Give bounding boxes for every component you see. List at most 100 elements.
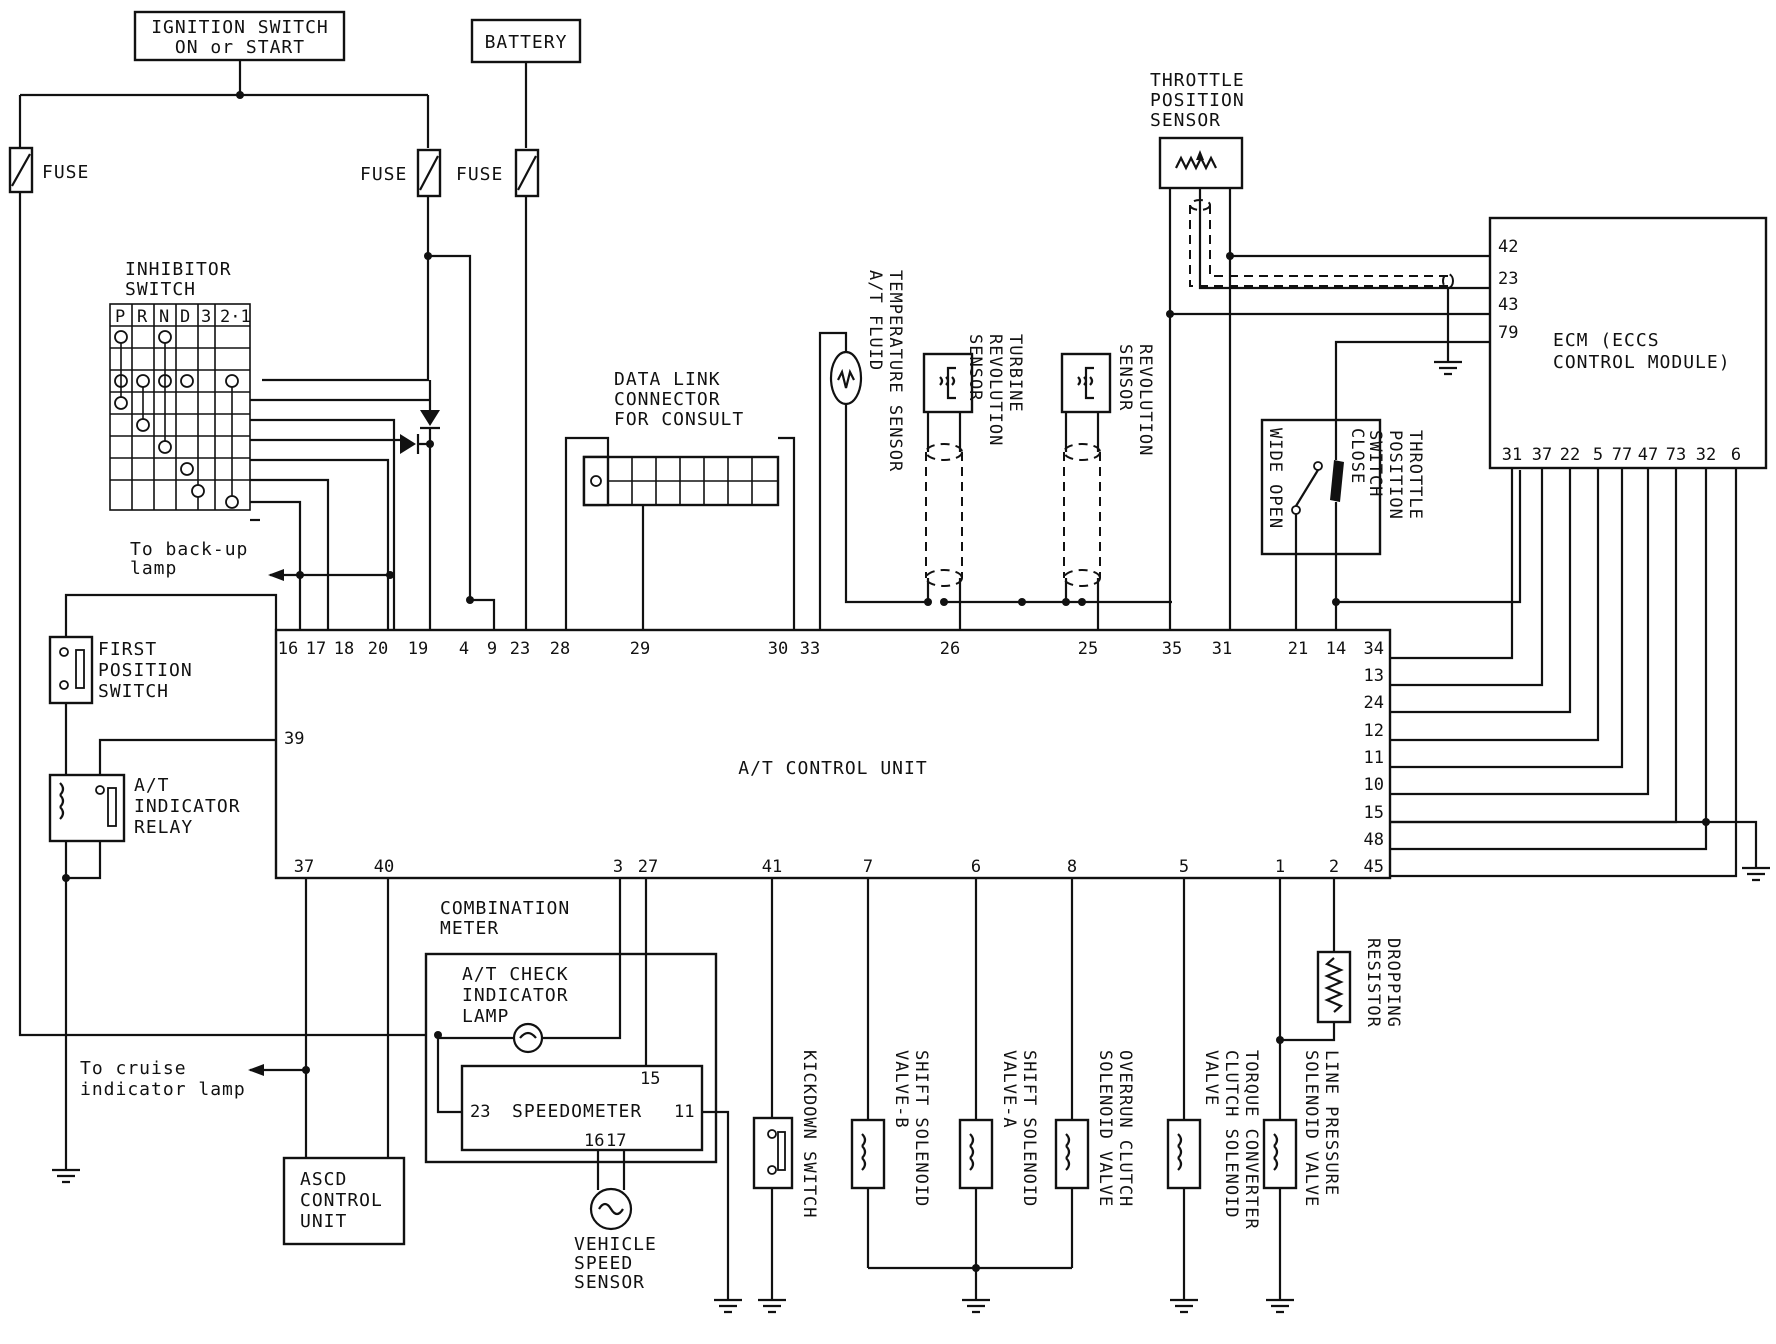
- check-lamp-label-2: INDICATOR: [462, 985, 569, 1006]
- dlc-label-3: FOR CONSULT: [614, 409, 744, 430]
- kickdown-switch: KICKDOWN SWITCH: [752, 1050, 819, 1219]
- vss-label: VEHICLE: [574, 1234, 657, 1255]
- shift-solenoid-valve-a: SHIFT SOLENOID VALVE-A: [958, 878, 1039, 1268]
- atcu-pin-12: 12: [1364, 721, 1384, 741]
- position-r: R: [137, 307, 148, 327]
- at-indicator-relay: A/T INDICATOR RELAY: [48, 773, 241, 843]
- lp-label: LINE PRESSURE: [1321, 1050, 1341, 1196]
- turbine-label-3: SENSOR: [965, 334, 985, 401]
- check-lamp-label-3: LAMP: [462, 1006, 509, 1027]
- shift-a-label-2: VALVE-A: [999, 1050, 1019, 1129]
- ecm-bottom-pin-22: 22: [1560, 445, 1580, 465]
- wire: [1390, 468, 1572, 714]
- throttle-position-sensor: THROTTLE POSITION SENSOR: [1150, 70, 1454, 289]
- battery: BATTERY: [470, 18, 582, 64]
- position-3: 3: [201, 307, 211, 327]
- ignition-switch-state-label: ON or START: [175, 37, 305, 58]
- atcu-pin-28: 28: [550, 639, 570, 659]
- ecm-bottom-pin-37: 37: [1532, 445, 1552, 465]
- line-pressure-solenoid-valve: LINE PRESSURE SOLENOID VALVE: [1262, 878, 1341, 1300]
- tpsw-label: THROTTLE: [1405, 430, 1425, 520]
- ground-lp: [1266, 1298, 1294, 1314]
- turbine-revolution-sensor: TURBINE REVOLUTION SENSOR: [922, 334, 1025, 630]
- ecm-pin-43: 43: [1498, 295, 1518, 315]
- inhibitor-switch: INHIBITOR SWITCH P R N D 3 2·1: [109, 259, 251, 511]
- combo-label: COMBINATION: [440, 898, 570, 919]
- atcu-pin-11: 11: [1364, 748, 1384, 768]
- speedo-pin-15: 15: [640, 1069, 660, 1089]
- turbine-label-2: REVOLUTION: [985, 334, 1005, 446]
- battery-label: BATTERY: [485, 32, 568, 53]
- atcu-pin-27: 27: [638, 857, 658, 877]
- tpsw-label-2: POSITION: [1385, 430, 1405, 520]
- overrun-clutch-solenoid-valve: OVERRUN CLUTCH SOLENOID VALVE: [1054, 878, 1135, 1268]
- first-position-switch: FIRST POSITION SWITCH: [48, 635, 192, 705]
- at-indicator-relay-label-3: RELAY: [134, 817, 193, 838]
- tps-label: THROTTLE: [1150, 70, 1245, 91]
- fluid-temp-label: A/T FLUID: [865, 270, 885, 371]
- shift-solenoid-valve-b: SHIFT SOLENOID VALVE-B: [850, 878, 931, 1268]
- wire: [1390, 468, 1678, 824]
- speedometer-label: SPEEDOMETER: [512, 1101, 642, 1122]
- speedo-pin-11: 11: [674, 1102, 694, 1122]
- tcc-label-2: CLUTCH SOLENOID: [1221, 1050, 1241, 1219]
- dropping-label: DROPPING: [1383, 938, 1403, 1028]
- atcu-pin-8: 8: [1067, 857, 1077, 877]
- atcu-pin-15: 15: [1364, 803, 1384, 823]
- throttle-position-switch: CLOSE WIDE OPEN THROTTLE POSITION SWITCH: [1260, 418, 1425, 556]
- atcu-pin-48: 48: [1364, 830, 1384, 850]
- atcu-pin-37: 37: [294, 857, 314, 877]
- atcu-pin-34: 34: [1364, 639, 1384, 659]
- fuse-3-label: FUSE: [456, 164, 503, 185]
- ecm-pin-42: 42: [1498, 237, 1518, 257]
- ecm-pin-23: 23: [1498, 269, 1518, 289]
- first-position-switch-label: FIRST: [98, 639, 157, 660]
- fuse-2-label: FUSE: [360, 164, 407, 185]
- shift-a-label: SHIFT SOLENOID: [1019, 1050, 1039, 1207]
- atcu-label: A/T CONTROL UNIT: [738, 758, 927, 779]
- ecm-bottom-pin-77: 77: [1612, 445, 1632, 465]
- atcu-pin-24: 24: [1364, 693, 1384, 713]
- close-label: CLOSE: [1347, 428, 1367, 484]
- position-p: P: [115, 307, 125, 327]
- wire: [1390, 468, 1738, 878]
- ecm-bottom-pin-73: 73: [1666, 445, 1686, 465]
- wire: [1390, 468, 1624, 769]
- atcu-pin-26: 26: [940, 639, 960, 659]
- wire: [1390, 468, 1708, 851]
- ascd-label-3: UNIT: [300, 1211, 347, 1232]
- atcu-pin-19: 19: [408, 639, 428, 659]
- atcu-pin-16: 16: [278, 639, 298, 659]
- atcu-pin-2: 2: [1329, 857, 1339, 877]
- ecm-bottom-pin-6: 6: [1731, 445, 1741, 465]
- position-n: N: [159, 307, 169, 327]
- combo-label-2: METER: [440, 918, 499, 939]
- speedo-pin-16: 16: [584, 1131, 604, 1151]
- overrun-label-2: SOLENOID VALVE: [1095, 1050, 1115, 1207]
- vehicle-speed-sensor: VEHICLE SPEED SENSOR: [574, 1150, 657, 1293]
- atcu-pin-3: 3: [613, 857, 623, 877]
- wire: [1390, 468, 1514, 660]
- ground-tcc: [1170, 1298, 1198, 1314]
- wire: [1390, 468, 1544, 687]
- ground-right: [1742, 866, 1770, 882]
- at-indicator-relay-label-2: INDICATOR: [134, 796, 241, 817]
- atcu-pin-41: 41: [762, 857, 782, 877]
- atcu-pin-14: 14: [1326, 639, 1346, 659]
- revolution-label: REVOLUTION: [1135, 344, 1155, 456]
- speedometer: [460, 1064, 704, 1152]
- wide-open-label: WIDE OPEN: [1265, 428, 1285, 529]
- data-link-connector: DATA LINK CONNECTOR FOR CONSULT: [582, 369, 780, 507]
- atcu-pin-10: 10: [1364, 775, 1384, 795]
- torque-converter-clutch-solenoid-valve: TORQUE CONVERTER CLUTCH SOLENOID VALVE: [1166, 878, 1261, 1300]
- ascd-label-2: CONTROL: [300, 1190, 383, 1211]
- dropping-label-2: RESISTOR: [1363, 938, 1383, 1028]
- ground-solenoids: [962, 1298, 990, 1314]
- atcu-pin-45: 45: [1364, 857, 1384, 877]
- atcu-pin-17: 17: [306, 639, 326, 659]
- backup-lamp-label: To back-up: [130, 539, 248, 560]
- atcu-pin-20: 20: [368, 639, 388, 659]
- atcu-pin-9: 9: [487, 639, 497, 659]
